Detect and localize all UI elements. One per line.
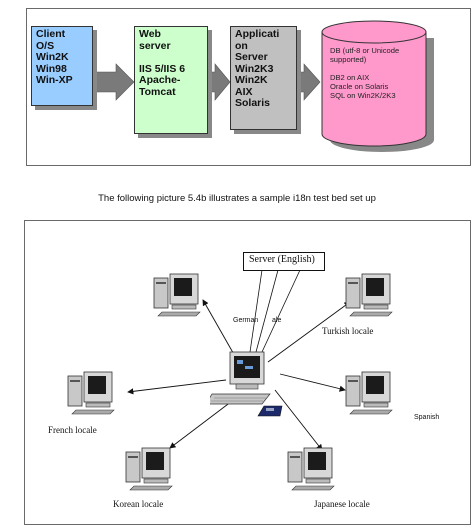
database-line: Oracle on Solaris (330, 82, 389, 91)
app-server-line: Win2K3 (235, 62, 274, 75)
app-server-line: on (235, 39, 248, 52)
server-callout-line (255, 269, 279, 353)
app-server-line: Applicati (235, 28, 280, 40)
database-text: DB (utf-8 or Unicode supported) DB2 on A… (330, 46, 399, 100)
german-locale-label: German (233, 317, 259, 324)
server-computer-icon (210, 351, 283, 417)
web-server-line: IIS 5/IIS 6 (139, 62, 186, 75)
computer-icon (287, 447, 335, 491)
database-line: DB2 on AIX (330, 73, 370, 82)
database-cylinder-body (321, 32, 427, 147)
database-cylinder-top (321, 20, 427, 44)
web-server-line: Tomcat (139, 85, 176, 98)
turkish-locale-label: Turkish locale (322, 326, 374, 336)
keyboard-icon (210, 393, 271, 405)
web-server-line: Web (139, 28, 161, 40)
computer-icon (153, 273, 201, 317)
arrow-web-to-app (207, 63, 231, 101)
link-spanish (279, 373, 346, 392)
app-server-line: Server (235, 51, 268, 63)
client-line: Win-XP (36, 74, 73, 86)
japanese-locale-label: Japanese locale (314, 499, 370, 509)
web-server-box: Web server IIS 5/IIS 6 Apache- Tomcat (134, 26, 208, 134)
client-line: Win98 (36, 62, 67, 75)
arrow-client-to-web (89, 63, 135, 101)
database-line: supported) (330, 55, 367, 64)
client-line: O/S (36, 39, 55, 52)
app-server-line: Win2K (235, 74, 268, 86)
client-box: Client O/S Win2K Win98 Win-XP (31, 26, 93, 106)
link-french (127, 379, 227, 395)
web-server-line: server (139, 39, 171, 52)
app-server-line: Solaris (235, 97, 271, 109)
database-line: SQL on Win2K/2K3 (330, 91, 396, 100)
app-server-line: AIX (235, 85, 253, 98)
link-turkish (267, 301, 351, 363)
spanish-locale-label: Spanish (414, 414, 440, 421)
computer-icon (125, 447, 173, 491)
german-locale-label-suffix: ale (272, 317, 282, 324)
client-line: Client (36, 28, 66, 40)
french-locale-label: French locale (48, 425, 97, 435)
client-line: Win2K (36, 51, 69, 63)
korean-locale-label: Korean locale (113, 499, 164, 509)
architecture-arrows (89, 63, 321, 101)
app-server-box: Applicati on Server Win2K3 Win2K AIX Sol… (230, 26, 297, 130)
server-label-box (243, 252, 325, 271)
link-japanese (274, 389, 323, 451)
database-line: DB (utf-8 or Unicode (330, 46, 400, 55)
web-server-line: Apache- (139, 74, 181, 86)
computer-icon (345, 371, 393, 415)
figure-caption: The following picture 5.4b illustrates a… (98, 193, 376, 204)
computer-icon (67, 371, 115, 415)
server-callout-line (249, 269, 263, 353)
server-callout-line (261, 269, 301, 353)
server-label: Server (English) (249, 254, 315, 265)
arrow-app-to-db (296, 63, 321, 101)
database-cylinder (321, 20, 434, 152)
computer-icon (345, 273, 393, 317)
